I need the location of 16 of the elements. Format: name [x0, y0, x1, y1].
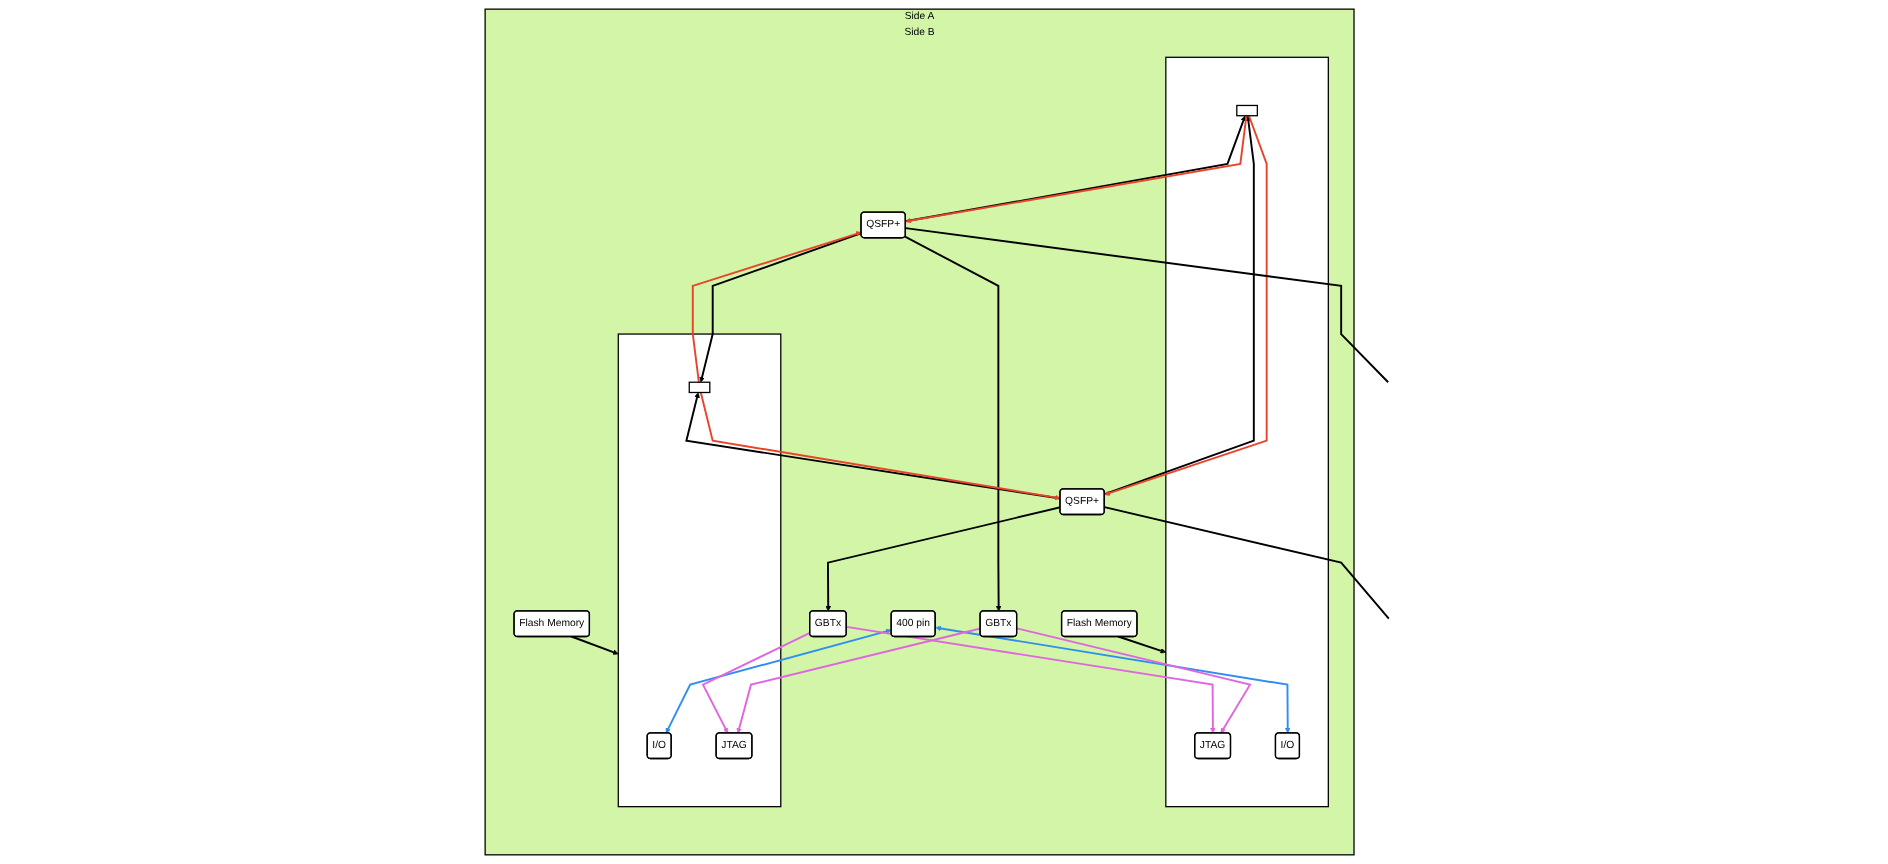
arrow — [1015, 627, 1252, 734]
connector — [1103, 506, 1390, 620]
arrow — [825, 506, 1061, 612]
arrow — [935, 625, 1291, 734]
arrow — [1116, 635, 1166, 654]
arrow — [665, 628, 892, 734]
arrow — [736, 627, 982, 734]
arrow — [903, 235, 1002, 612]
arrow — [845, 625, 1216, 734]
cluster — [1164, 56, 1329, 808]
arrow — [701, 631, 811, 734]
node-box — [1235, 104, 1258, 117]
cluster — [617, 333, 782, 808]
node-box — [688, 381, 711, 394]
arrow — [570, 635, 619, 655]
connector — [904, 227, 1389, 384]
